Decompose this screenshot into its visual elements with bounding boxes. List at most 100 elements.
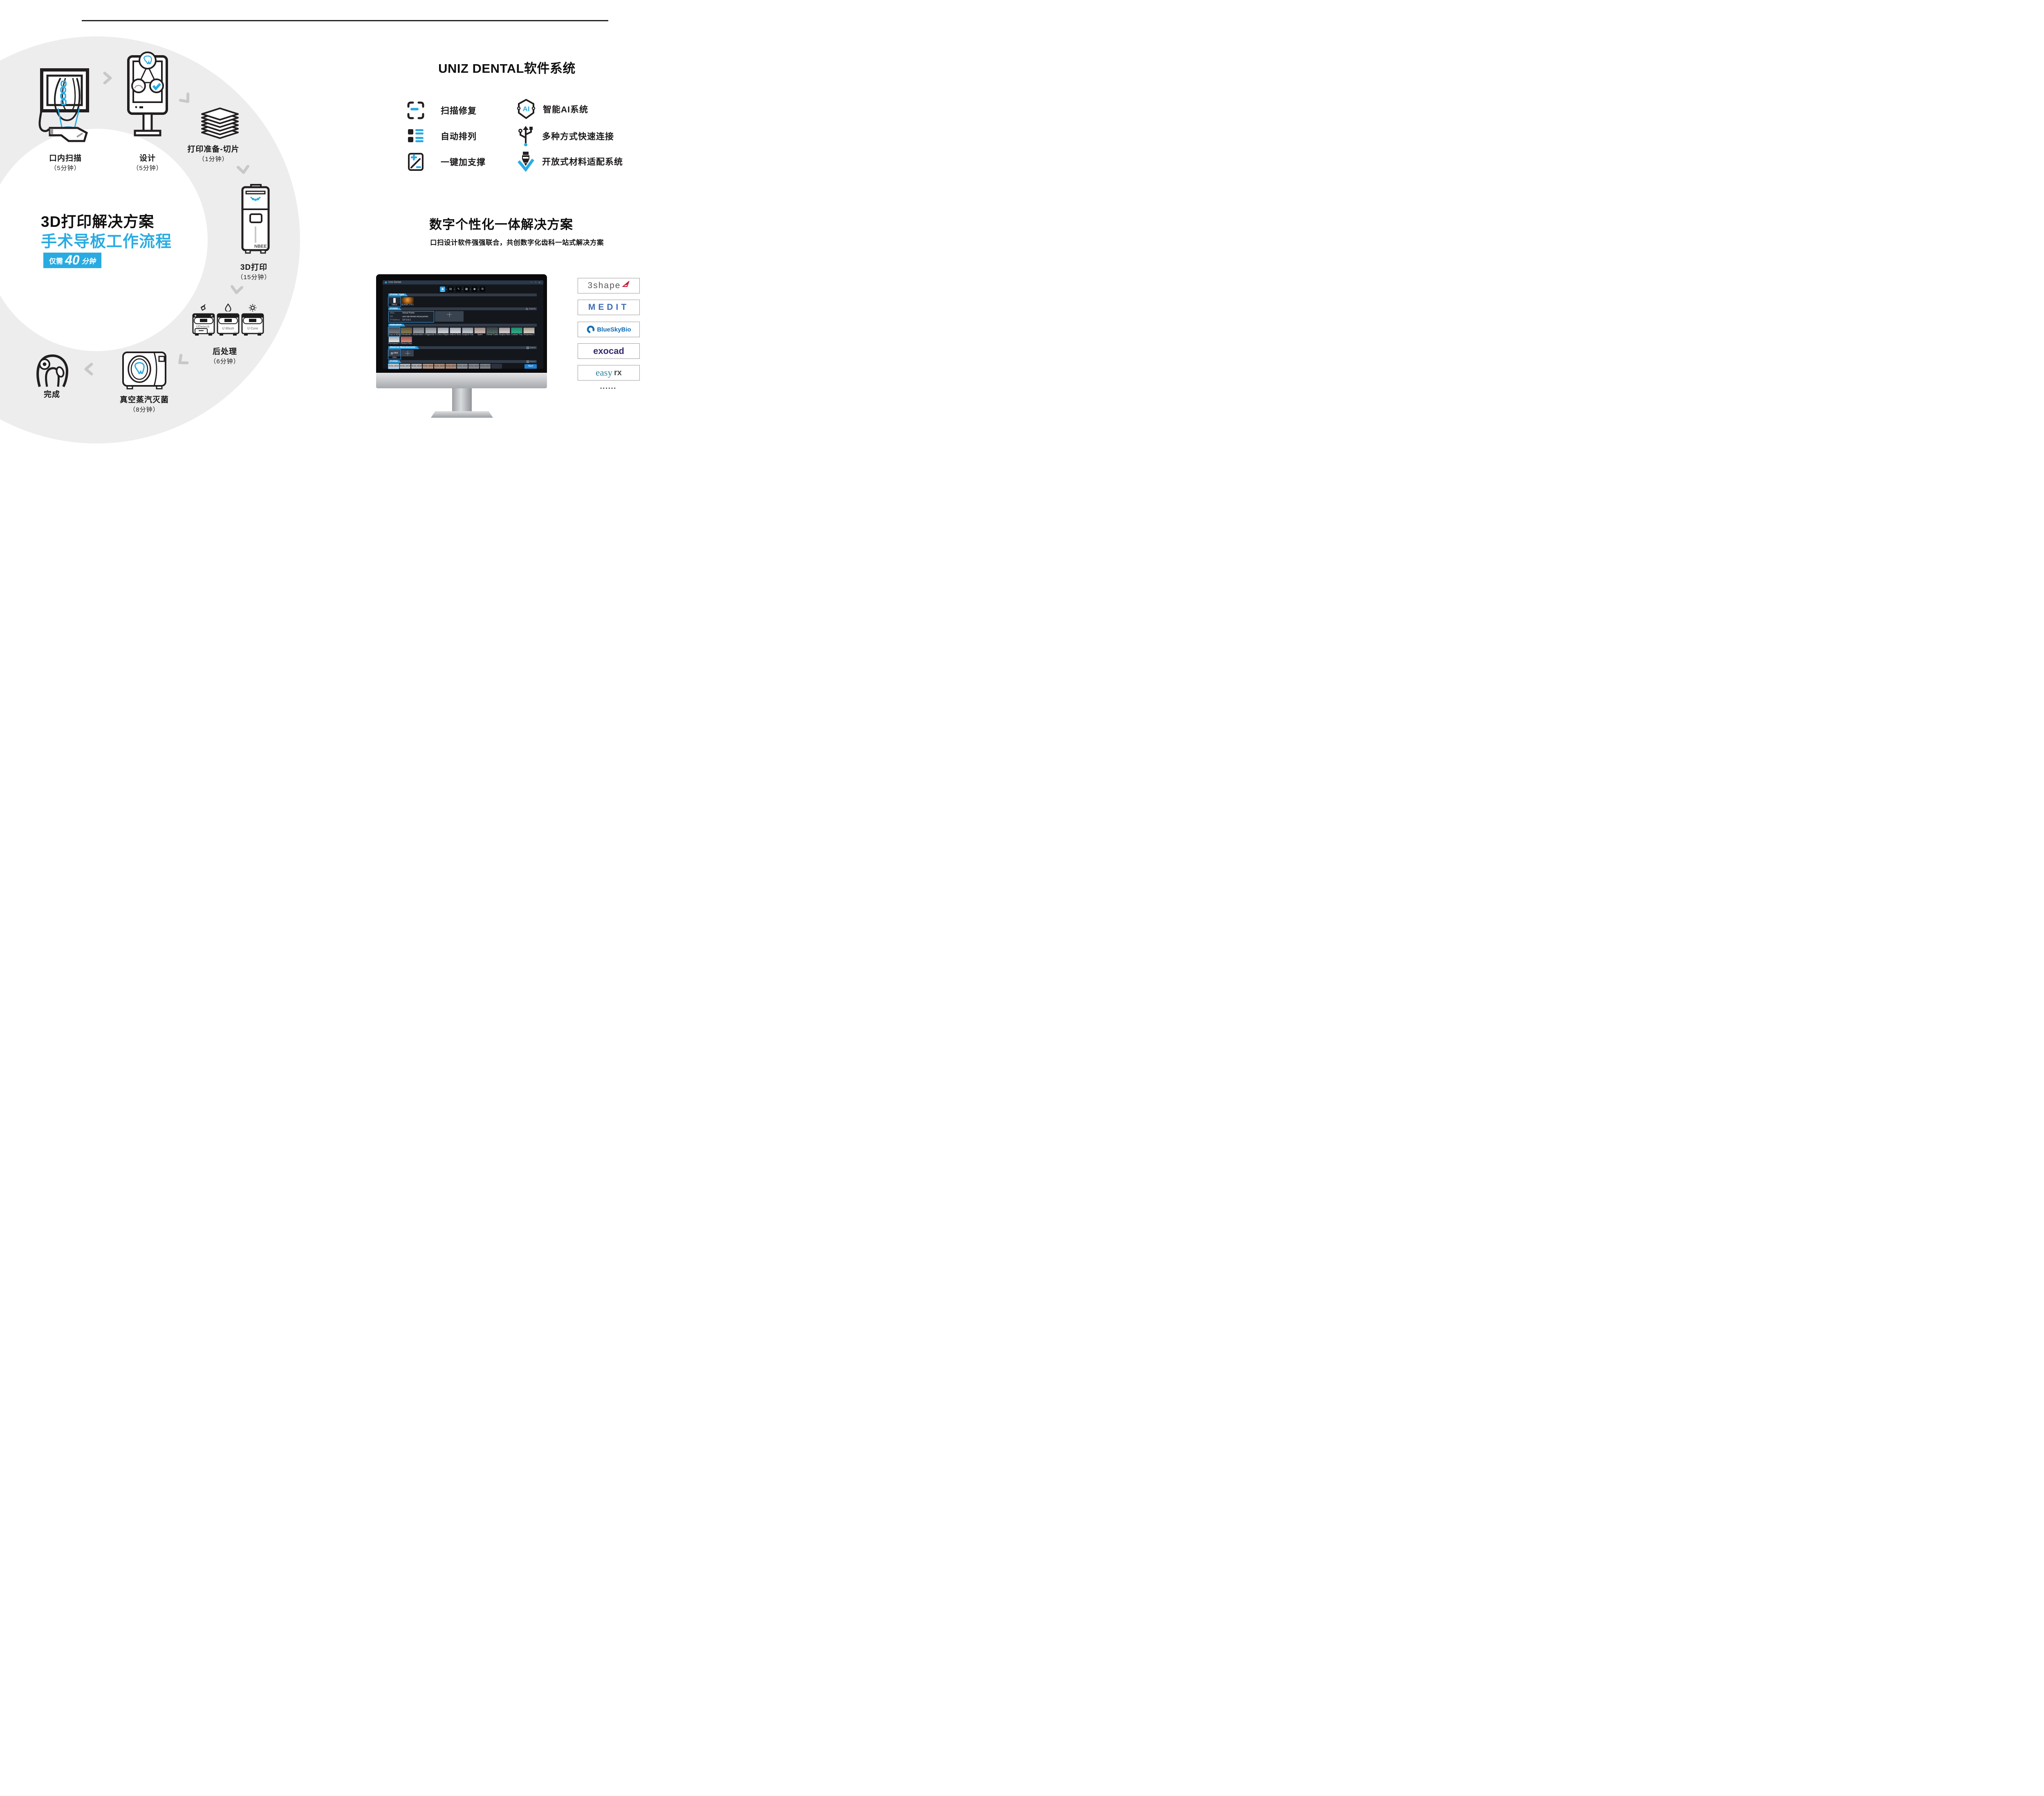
software-title: UNIZ DENTAL软件系统: [438, 61, 576, 76]
material-uniz-tile[interactable]: UNIZ Uniz: [388, 349, 401, 359]
badge-number: 40: [65, 252, 80, 267]
indication-tile[interactable]: Denture Base: [401, 336, 412, 345]
app-step-toolbar: ▣ ▸ ▤ ▸ ✎ ▸ ▦ ▸ ◉ ▸ ⚙: [388, 284, 537, 292]
udetach-machine-icon: UDetach UNIZ: [192, 313, 215, 336]
toolbar-file-step-icon[interactable]: ▤: [448, 287, 453, 292]
profile-tile[interactable]: DENTAL MODEL: [411, 364, 422, 369]
feature-open-material: 开放式材料适配系统: [517, 151, 623, 172]
post-processing-group: UDetach UNIZ U Wash UNIZ: [192, 303, 266, 338]
indication-tab: Indication: [388, 324, 405, 327]
sun-cure-icon: [249, 304, 257, 311]
ucure-machine-icon: U Cure UNIZ: [241, 313, 264, 336]
profile-tile[interactable]: DENTAL MODEL: [400, 364, 410, 369]
toolbar-printer-step-icon[interactable]: ▣: [440, 287, 446, 292]
step-label: 口内扫描: [49, 154, 82, 163]
printer-type-slash2plus[interactable]: SLASH 2 PLUS: [401, 297, 414, 306]
badge-prefix: 仅需: [49, 257, 63, 265]
profile-import-control[interactable]: Import: [526, 360, 537, 363]
profile-tile[interactable]: DENTAL MODEL: [480, 364, 491, 369]
usb-connect-icon: [518, 126, 533, 146]
indication-tile[interactable]: Gingiva Mask: [499, 327, 510, 336]
workflow-title-blue: 手术导板工作流程: [41, 233, 172, 251]
solution-subtitle: 口扫设计软件强强联合，共创数字化齿科一站式解决方案: [430, 239, 604, 246]
indication-tile[interactable]: Splint: [474, 327, 486, 336]
feature-label: 多种方式快速连接: [542, 132, 614, 141]
surgical-guide-icon: [36, 354, 69, 387]
indication-tile[interactable]: Permanent C&B: [388, 336, 400, 345]
uwash-machine-icon: U Wash UNIZ: [217, 313, 240, 336]
feature-label: 自动排列: [441, 132, 477, 141]
profile-tile[interactable]: DENTAL MODEL: [446, 364, 456, 369]
monitor-chin: [376, 373, 547, 388]
maximize-button[interactable]: □: [535, 281, 537, 284]
step-label: 打印准备-切片: [187, 145, 240, 154]
feature-one-click-support: 一键加支撑: [407, 153, 486, 171]
indication-tile[interactable]: Dental Casting: [486, 327, 498, 336]
profile-tile[interactable]: DENTAL MODEL: [423, 364, 433, 369]
brand-label: UNIZ: [209, 331, 213, 333]
monitor-stand: [452, 388, 472, 412]
profile-tile-empty[interactable]: [491, 364, 502, 369]
indication-tile[interactable]: Indirect Bondin...: [450, 327, 461, 336]
app-window-title: Uniz Dental: [388, 281, 401, 284]
import-icon: [526, 346, 529, 349]
indication-tile[interactable]: Orthodontic Mod...: [401, 327, 412, 336]
monitor-base: [431, 411, 493, 418]
import-icon: [526, 360, 529, 363]
autoclave-icon: [122, 352, 166, 390]
step-label: 后处理: [212, 347, 237, 356]
flow-arrow-icon: [179, 92, 190, 103]
material-tab: Material Manufacturer: [388, 346, 419, 349]
top-rule: [82, 20, 608, 21]
scraper-icon: [200, 304, 206, 311]
toolbar-arrow-icon: ▸: [470, 288, 471, 291]
next-button[interactable]: Next: [524, 364, 537, 369]
material-section-header: Material Manufacturer Import: [388, 346, 537, 349]
step-duration: （1分钟）: [198, 156, 229, 163]
profile-tab: Profile: [388, 360, 401, 363]
profile-tile[interactable]: DENTAL MODEL: [457, 364, 468, 369]
add-material-button[interactable]: [401, 350, 414, 359]
indication-tile[interactable]: Custom Tray: [511, 327, 522, 336]
toolbar-layout-step-icon[interactable]: ▦: [464, 287, 469, 292]
app-body: ▣ ▸ ▤ ▸ ✎ ▸ ▦ ▸ ◉ ▸ ⚙ Printer Type NBEE: [383, 284, 543, 369]
indication-row-2: Permanent C&B Denture Base: [388, 336, 537, 345]
material-row: UNIZ Uniz: [388, 349, 537, 359]
profile-tile[interactable]: DENTAL MODEL: [434, 364, 445, 369]
app-titlebar: Uniz Dental — □ ✕: [383, 280, 543, 284]
printer-tower-icon: NBEE: [241, 184, 270, 254]
indication-tile[interactable]: Temporary C&B: [523, 327, 535, 336]
workflow-ring-hole: [0, 129, 208, 351]
indication-tile[interactable]: Diagnostic Mode...: [425, 327, 437, 336]
profile-tile[interactable]: DENTAL MODEL: [468, 364, 479, 369]
toolbar-arrow-icon: ▸: [454, 288, 455, 291]
minimize-button[interactable]: —: [530, 281, 534, 284]
logo-medit: MEDIT: [578, 300, 640, 315]
blueskybio-swirl-icon: [587, 325, 595, 334]
logo-blueskybio: BlueSkyBio: [578, 322, 640, 337]
auto-arrange-icon: [408, 129, 424, 142]
indication-tile[interactable]: Restorative Mod...: [413, 327, 424, 336]
search-control[interactable]: Search: [526, 308, 537, 310]
flow-arrow-icon: [84, 363, 93, 376]
toolbar-support-step-icon[interactable]: ◉: [472, 287, 477, 292]
3shape-triangle-icon: [622, 281, 630, 287]
flow-arrow-icon: [231, 285, 244, 294]
profile-tile[interactable]: DENTAL MODEL: [388, 363, 399, 369]
toolbar-slice-step-icon[interactable]: ⚙: [480, 287, 485, 292]
uniz-dental-app-window: Uniz Dental — □ ✕ ▣ ▸ ▤ ▸ ✎ ▸ ▦ ▸ ◉ ▸ ⚙: [383, 280, 543, 369]
feature-quick-connect: 多种方式快速连接: [517, 125, 614, 147]
step-duration: （8分钟）: [129, 406, 159, 413]
flow-arrow-icon: [178, 354, 189, 365]
close-button[interactable]: ✕: [538, 281, 541, 284]
toolbar-edit-step-icon[interactable]: ✎: [456, 287, 462, 292]
material-import-control[interactable]: Import: [526, 346, 537, 349]
step-label: 3D打印: [240, 263, 268, 272]
printer-type-nbee[interactable]: NBEE: [388, 297, 401, 307]
indication-tile[interactable]: Surgical Guide: [462, 327, 473, 336]
indication-tile[interactable]: Scan to Model: [388, 327, 400, 336]
add-printer-button[interactable]: [435, 311, 464, 322]
indication-tile[interactable]: Direct Aligner: [437, 327, 449, 336]
